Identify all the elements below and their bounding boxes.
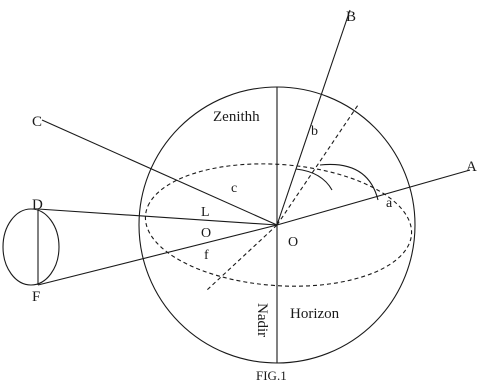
ray-to-b [276,9,351,226]
label-o-left: O [201,226,211,241]
label-angle-b: b [311,124,318,139]
label-horizon: Horizon [290,306,340,322]
label-zenith: Zenithh [213,109,260,125]
label-d: D [32,197,43,213]
label-b: B [346,9,356,25]
angle-arc-b [295,168,333,191]
ray-to-c [41,119,278,226]
label-angle-c: c [231,181,237,196]
dashed-line-to-f [206,224,278,291]
dashed-projection [276,104,359,226]
line-f-to-o [37,224,278,286]
label-f-point: F [32,289,40,305]
horizon-ellipse [144,163,413,287]
line-d-to-o [37,208,278,226]
label-nadir: Nadir [254,303,270,337]
label-l: L [201,205,210,220]
label-a: A [466,159,477,175]
ray-to-a [276,169,471,226]
label-angle-f: f [204,248,209,263]
label-o-center: O [288,235,298,250]
small-disc [2,208,60,286]
figure-caption: FIG.1 [256,368,287,383]
angle-arc-a [319,163,379,201]
label-angle-a: a [386,196,393,211]
label-c: C [32,114,42,130]
